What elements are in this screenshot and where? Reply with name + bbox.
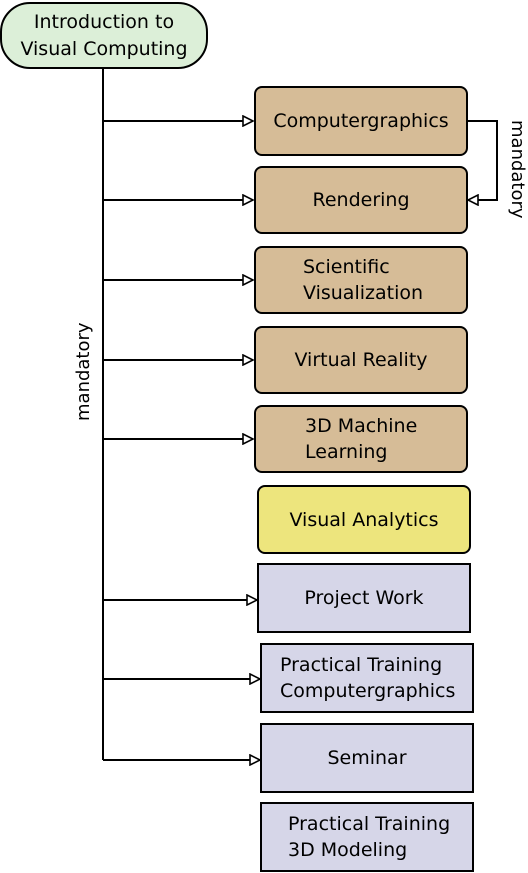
node-project-work-label: Project Work: [304, 587, 424, 609]
node-practical-training-computergraphics: Practical Training Computergraphics: [260, 643, 474, 713]
node-rendering: Rendering: [254, 166, 468, 234]
node-rendering-label: Rendering: [312, 189, 410, 211]
node-computergraphics: Computergraphics: [254, 86, 468, 156]
node-introduction-to-visual-computing-label: Introduction to Visual Computing: [20, 10, 188, 60]
trunk-mandatory-label: mandatory: [73, 322, 94, 421]
node-practical-training-3d-modeling-label: Practical Training 3D Modeling: [288, 813, 451, 861]
node-3d-machine-learning: 3D Machine Learning: [254, 405, 468, 473]
node-computergraphics-label: Computergraphics: [273, 110, 449, 132]
node-visual-analytics-label: Visual Analytics: [289, 508, 439, 531]
node-seminar-label: Seminar: [327, 747, 407, 769]
edge-computergraphics-to-rendering: [468, 120, 498, 200]
node-project-work: Project Work: [257, 563, 471, 633]
node-visual-analytics: Visual Analytics: [257, 485, 471, 554]
side-mandatory-label: mandatory: [507, 120, 528, 219]
node-practical-training-3d-modeling: Practical Training 3D Modeling: [260, 802, 474, 872]
node-virtual-reality-label: Virtual Reality: [294, 349, 428, 371]
node-seminar: Seminar: [260, 723, 474, 793]
node-introduction-to-visual-computing: Introduction to Visual Computing: [0, 2, 208, 69]
node-scientific-visualization-label: Scientific Visualization: [303, 256, 424, 304]
node-practical-training-computergraphics-label: Practical Training Computergraphics: [280, 654, 456, 702]
node-scientific-visualization: Scientific Visualization: [254, 246, 468, 314]
node-3d-machine-learning-label: 3D Machine Learning: [305, 415, 418, 463]
node-virtual-reality: Virtual Reality: [254, 326, 468, 394]
